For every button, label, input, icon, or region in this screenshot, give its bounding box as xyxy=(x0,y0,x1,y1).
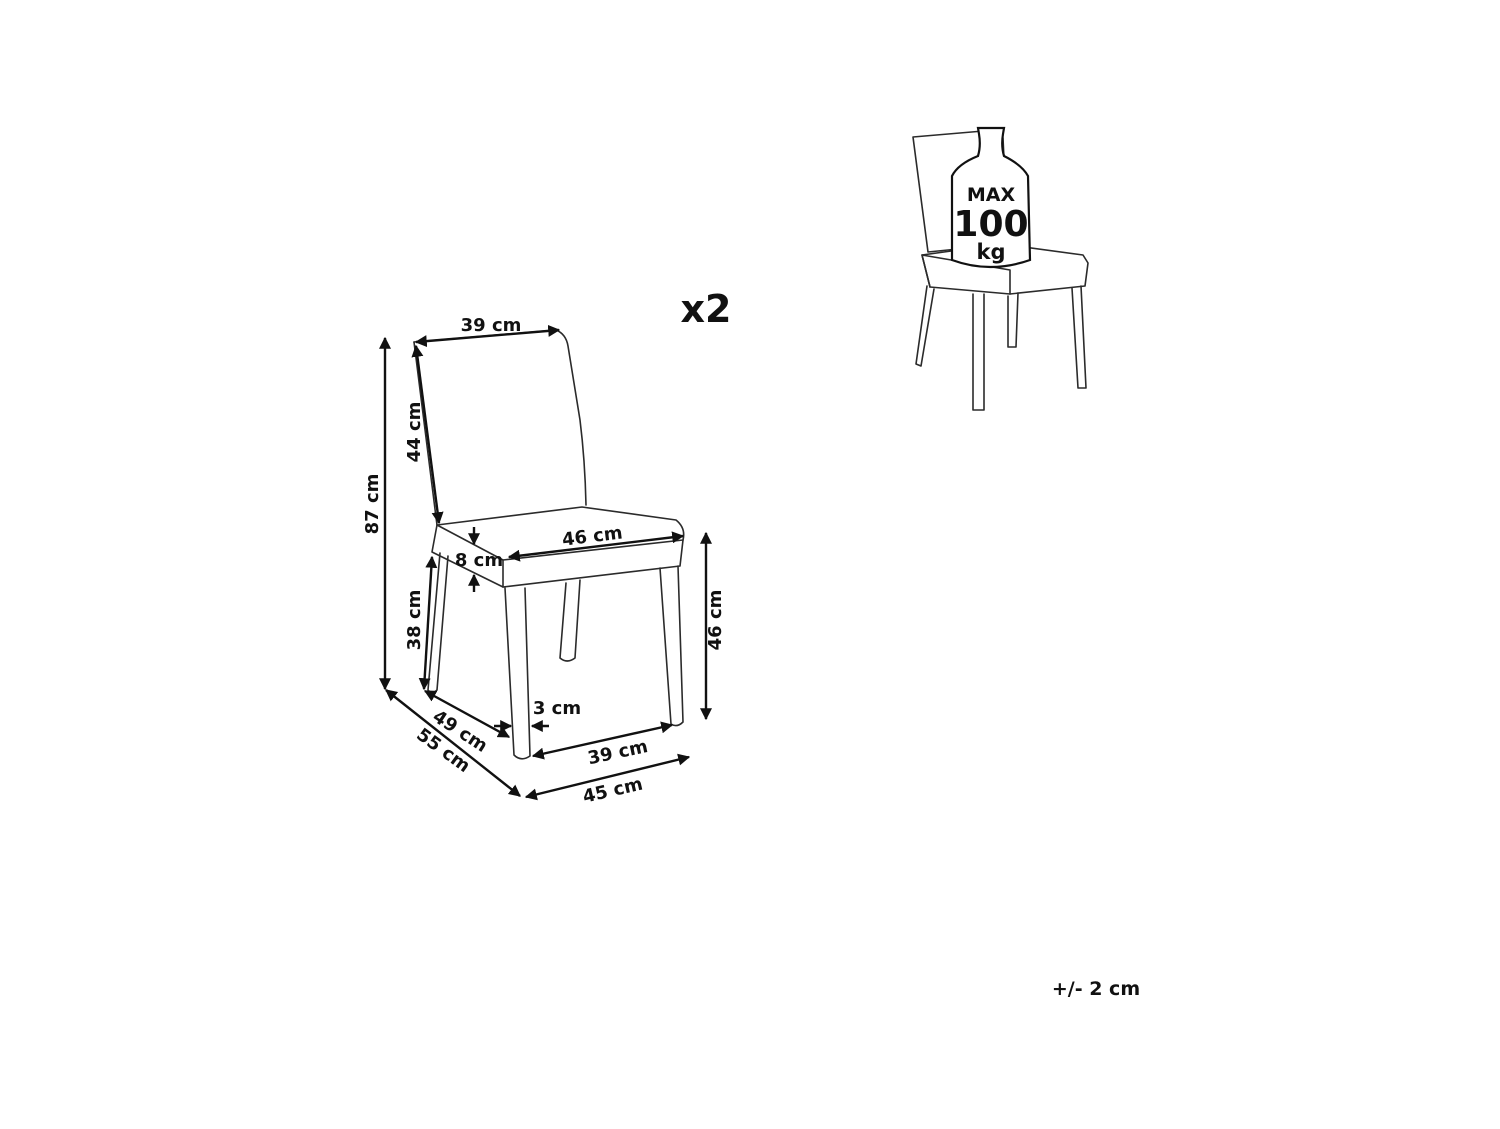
max-load-label-max: MAX xyxy=(967,184,1016,206)
label-seat-width: 46 cm xyxy=(561,522,624,550)
dim-arrow-seat-width xyxy=(507,531,685,562)
load-chair-leg-front-left xyxy=(972,293,985,411)
max-load-label-value: 100 xyxy=(953,204,1028,245)
front-left-leg xyxy=(504,587,531,760)
dim-arrow-inner-width xyxy=(531,721,674,760)
label-seat-thickness: 8 cm xyxy=(455,550,503,571)
quantity-multiplier: x2 xyxy=(681,287,732,331)
load-chair-leg-front-right xyxy=(1071,285,1087,389)
dim-arrow-backrest-height xyxy=(411,344,444,525)
seat-side-face xyxy=(431,524,504,588)
back-right-leg xyxy=(559,579,581,662)
dim-arrow-backrest-width xyxy=(414,324,561,348)
chair-outline xyxy=(413,329,685,760)
load-chair-leg-back-left xyxy=(915,285,935,367)
front-right-leg xyxy=(659,565,684,727)
label-seat-height: 46 cm xyxy=(705,590,726,651)
load-chair-leg-back-right xyxy=(1007,292,1019,348)
backrest-outline xyxy=(413,329,587,506)
weight-bottle xyxy=(950,126,1032,269)
label-total-height: 87 cm xyxy=(362,474,383,535)
label-leg-height: 38 cm xyxy=(404,590,425,651)
dimension-labels: 39 cm 44 cm 87 cm 46 cm 8 cm 38 cm 46 cm… xyxy=(362,315,726,808)
dim-arrow-outer-width xyxy=(524,753,691,801)
label-leg-thickness: 3 cm xyxy=(533,698,581,719)
label-outer-width: 45 cm xyxy=(581,774,645,808)
label-backrest-height: 44 cm xyxy=(404,402,425,463)
dim-arrow-leg-height xyxy=(418,555,438,691)
dimension-arrows xyxy=(379,324,712,801)
dim-arrow-outer-depth xyxy=(385,689,521,797)
tolerance-note: +/- 2 cm xyxy=(1052,978,1140,1000)
max-load-label-unit: kg xyxy=(977,240,1006,264)
max-load-icon: MAX 100 kg xyxy=(912,126,1089,411)
label-backrest-width: 39 cm xyxy=(461,315,522,336)
